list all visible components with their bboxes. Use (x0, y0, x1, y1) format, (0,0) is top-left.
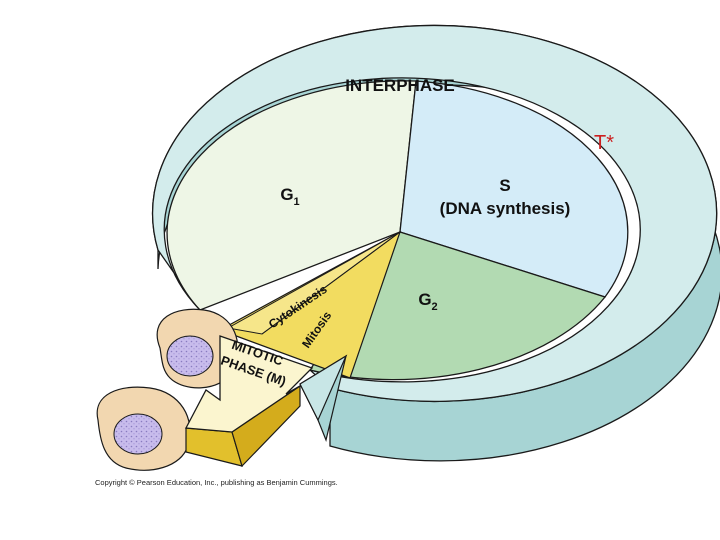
dividing-cell-lower (96, 386, 191, 471)
marker-label: T* (594, 132, 614, 154)
interphase-arrow-head (299, 354, 348, 422)
interphase-label: INTERPHASE (345, 76, 455, 95)
s-label: S (499, 176, 510, 195)
g2-label: G2 (418, 290, 437, 313)
g1-label: G1 (280, 185, 299, 208)
s-sublabel: (DNA synthesis) (440, 199, 571, 218)
s-wedge (399, 80, 629, 298)
mitosis-wedge (218, 230, 402, 379)
mitotic-phase-arrow (184, 335, 314, 433)
nucleus-lower (113, 413, 163, 455)
dividing-cell-upper (156, 308, 239, 389)
mitosis-divider (261, 231, 401, 335)
interphase-ring (151, 24, 718, 403)
copyright-footer: Copyright © Pearson Education, Inc., pub… (95, 478, 338, 487)
g1-wedge (166, 80, 417, 311)
nucleus-upper (166, 335, 214, 377)
